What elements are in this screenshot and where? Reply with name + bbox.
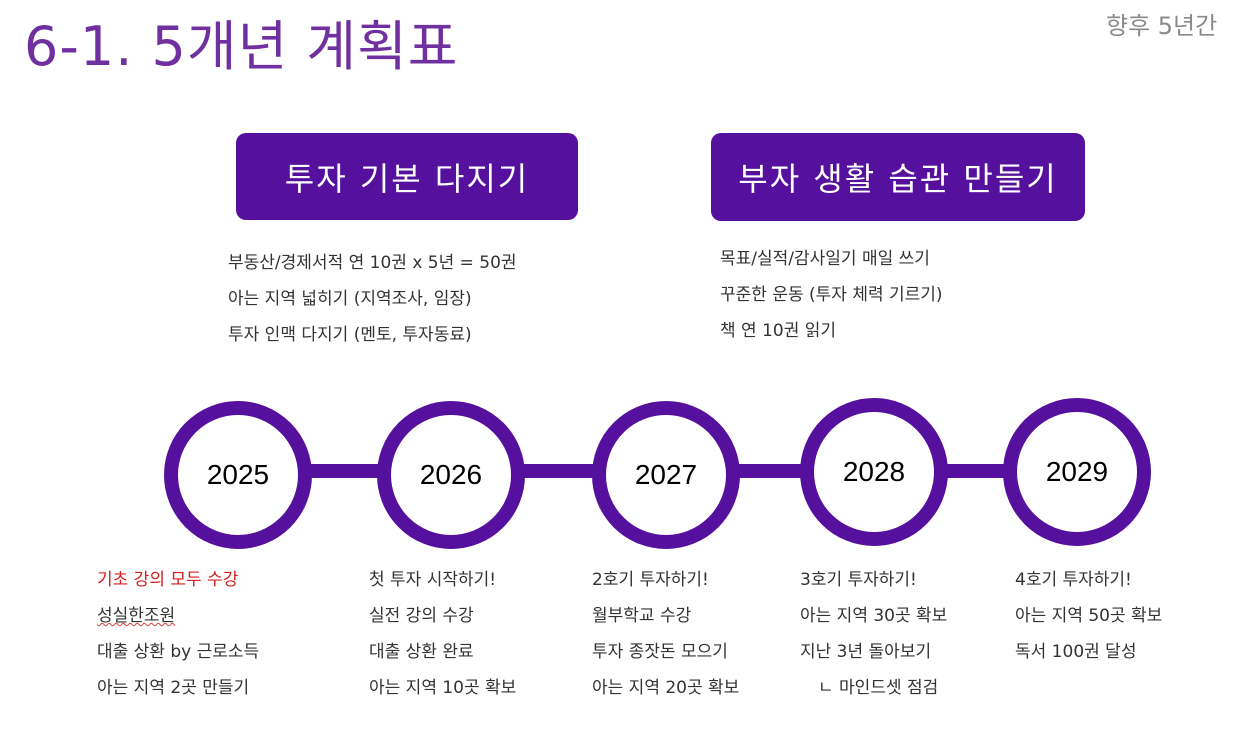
year-circle-2026: 2026 <box>377 401 525 549</box>
year-circle-2028: 2028 <box>800 398 948 546</box>
year-circle-2025: 2025 <box>164 401 312 549</box>
goal-item: 부동산/경제서적 연 10권 x 5년 = 50권 <box>228 253 517 273</box>
plan-item: ㄴ 마인드셋 점검 <box>818 678 939 698</box>
goal-item: 목표/실적/감사일기 매일 쓰기 <box>720 249 930 269</box>
plan-item: 4호기 투자하기! <box>1015 570 1132 590</box>
plan-item: 아는 지역 20곳 확보 <box>592 678 740 698</box>
plan-item: 아는 지역 10곳 확보 <box>369 678 517 698</box>
plan-item: 성실한조원 <box>97 606 176 626</box>
goal-list-rich-habits: 목표/실적/감사일기 매일 쓰기 꾸준한 운동 (투자 체력 기르기) 책 연 … <box>720 241 943 349</box>
plan-item: 독서 100권 달성 <box>1015 642 1137 662</box>
plan-item: 월부학교 수강 <box>592 606 692 626</box>
year-plan-2025: 기초 강의 모두 수강 성실한조원 대출 상환 by 근로소득 아는 지역 2곳… <box>97 562 259 706</box>
plan-item: 지난 3년 돌아보기 <box>800 642 932 662</box>
plan-item: 2호기 투자하기! <box>592 570 709 590</box>
plan-item: 아는 지역 50곳 확보 <box>1015 606 1163 626</box>
year-circle-2027: 2027 <box>592 401 740 549</box>
plan-item: 3호기 투자하기! <box>800 570 917 590</box>
plan-item: 아는 지역 30곳 확보 <box>800 606 948 626</box>
plan-item: 실전 강의 수강 <box>369 606 474 626</box>
plan-item: 아는 지역 2곳 만들기 <box>97 678 250 698</box>
year-plan-2029: 4호기 투자하기! 아는 지역 50곳 확보 독서 100권 달성 <box>1015 562 1162 670</box>
plan-item-highlight: 기초 강의 모두 수강 <box>97 570 239 590</box>
goal-item: 꾸준한 운동 (투자 체력 기르기) <box>720 285 943 305</box>
plan-item: 대출 상환 완료 <box>369 642 474 662</box>
goal-box-investment-basics: 투자 기본 다지기 <box>236 133 578 220</box>
goal-item: 책 연 10권 읽기 <box>720 321 837 341</box>
plan-item: 첫 투자 시작하기! <box>369 570 497 590</box>
goal-box-rich-habits: 부자 생활 습관 만들기 <box>711 133 1085 221</box>
goal-item: 아는 지역 넓히기 (지역조사, 임장) <box>228 289 472 309</box>
page-title: 6-1. 5개년 계획표 <box>24 15 459 78</box>
year-plan-2026: 첫 투자 시작하기! 실전 강의 수강 대출 상환 완료 아는 지역 10곳 확… <box>369 562 516 706</box>
year-plan-2027: 2호기 투자하기! 월부학교 수강 투자 종잣돈 모으기 아는 지역 20곳 확… <box>592 562 739 706</box>
page-subtitle: 향후 5년간 <box>1106 12 1218 40</box>
plan-item: 대출 상환 by 근로소득 <box>97 642 260 662</box>
plan-item: 투자 종잣돈 모으기 <box>592 642 728 662</box>
goal-list-investment-basics: 부동산/경제서적 연 10권 x 5년 = 50권 아는 지역 넓히기 (지역조… <box>228 245 517 353</box>
year-plan-2028: 3호기 투자하기! 아는 지역 30곳 확보 지난 3년 돌아보기 ㄴ 마인드셋… <box>800 562 947 706</box>
year-circle-2029: 2029 <box>1003 398 1151 546</box>
goal-item: 투자 인맥 다지기 (멘토, 투자동료) <box>228 325 472 345</box>
